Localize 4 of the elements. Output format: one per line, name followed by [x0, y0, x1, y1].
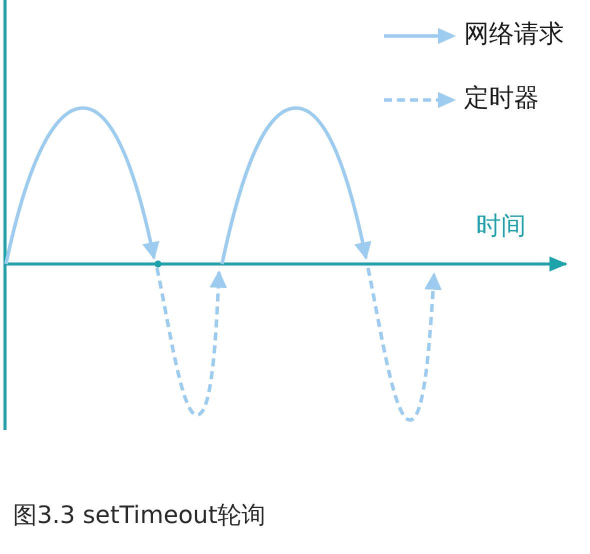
axis-label: 时间	[476, 212, 526, 241]
legend-label: 网络请求	[464, 20, 564, 49]
legend-label: 定时器	[464, 84, 539, 113]
figure-caption: 图3.3 setTimeout轮询	[13, 502, 266, 530]
